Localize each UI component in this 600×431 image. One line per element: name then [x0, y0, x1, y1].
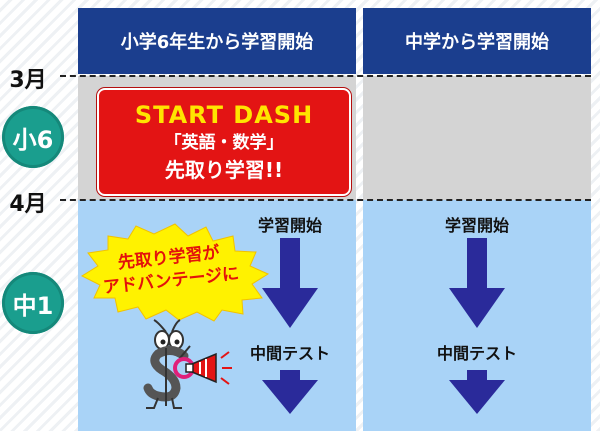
header-right-label: 中学から学習開始	[405, 32, 549, 53]
grade6-right-cell	[363, 76, 591, 200]
start-dash-main: 先取り学習!!	[164, 158, 284, 182]
grade-6-label: 小6	[12, 125, 54, 154]
month4-divider	[60, 199, 591, 201]
left-step-start: 学習開始	[257, 216, 322, 235]
month-3-label: 3月	[9, 68, 47, 93]
grade-1-label: 中1	[12, 291, 54, 320]
header-right: 中学から学習開始	[363, 8, 591, 74]
header-left-label: 小学6年生から学習開始	[120, 32, 314, 53]
right-arrow-down-icon	[449, 238, 505, 328]
left-step-midterm: 中間テスト	[249, 344, 330, 363]
mascot-icon	[143, 319, 232, 409]
month-4-label: 4月	[9, 192, 47, 217]
header-left: 小学6年生から学習開始	[78, 8, 356, 74]
right-step-start: 学習開始	[444, 216, 509, 235]
right-step-midterm: 中間テスト	[436, 344, 517, 363]
left-arrow-down-icon	[262, 238, 318, 328]
month3-divider	[60, 75, 591, 77]
start-dash-box: START DASH 「英語・数学」 先取り学習!!	[97, 88, 351, 196]
left-arrow-down-icon-2	[262, 370, 318, 414]
grade-6-badge: 小6	[2, 106, 64, 168]
grade-1-badge: 中1	[2, 272, 64, 334]
right-arrow-down-icon-2	[449, 370, 505, 414]
start-dash-title: START DASH	[134, 101, 314, 129]
start-dash-subjects: 「英語・数学」	[164, 133, 284, 153]
